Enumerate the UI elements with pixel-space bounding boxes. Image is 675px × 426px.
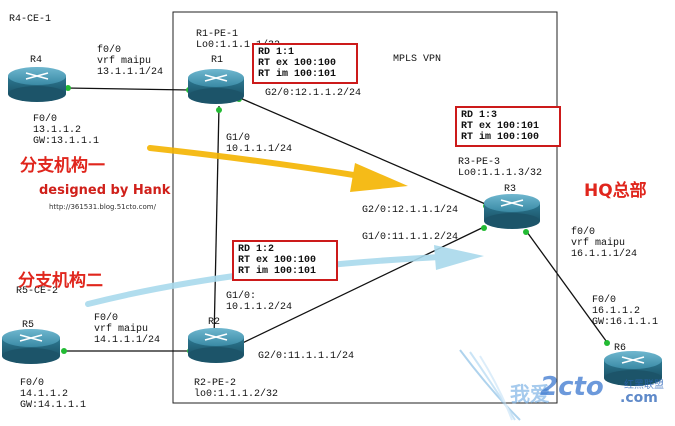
rd-box-r2: RD 1:2 RT ex 100:100 RT im 100:101 [232,240,338,281]
watermark-org: 红黑联盟 [624,380,664,391]
r3-lo: Lo0:1.1.1.3/32 [458,168,543,179]
link-r3-r6 [526,231,610,346]
r4-f0-ip: 13.1.1.2 [33,125,82,136]
rd-r1: RD 1:1 [258,47,295,58]
router-label-r1: R1 [211,55,224,66]
link-r1-r2 [213,105,220,341]
link-r2-r3 [231,225,487,349]
designer-credit: designed by Hank [39,183,171,198]
link-r4-r1 [65,87,191,91]
link-r1-r3 [239,97,491,207]
r6-vrf: vrf maipu [571,238,626,249]
r1-g10-ip: 10.1.1.1/24 [226,144,293,155]
watermark-logo: 2cto [540,372,604,402]
rt-ex-r1: RT ex 100:100 [258,58,337,69]
r6-f0-ip: 16.1.1.2 [592,306,641,317]
r1-g20: G2/0:12.1.1.2/24 [265,88,362,99]
r4-vrf: vrf maipu [97,56,152,67]
watermark-cn: 我爱 [510,382,550,406]
router-r5-icon [2,329,60,364]
router-label-r5: R5 [22,320,35,331]
r5-ip: 14.1.1.1/24 [94,335,161,346]
watermark-domain: .com [620,390,658,406]
r4-f0: F0/0 [33,114,58,125]
rt-ex-r2: RT ex 100:100 [238,255,317,266]
r4-gw: GW:13.1.1.1 [33,136,100,147]
rt-im-r3: RT im 100:100 [461,132,540,143]
hq-label: HQ总部 [584,181,647,201]
rd-box-r3: RD 1:3 RT ex 100:101 RT im 100:100 [455,106,561,147]
router-r4-icon [8,67,66,102]
r5-vrf: vrf maipu [94,324,149,335]
blog-url: http://361531.blog.51cto.com/ [49,203,156,211]
r5-f0-ip: 14.1.1.2 [20,389,69,400]
r5-gw: GW:14.1.1.1 [20,400,87,411]
rt-im-r2: RT im 100:101 [238,266,317,277]
arrow-branch1 [147,145,408,192]
links [62,87,610,352]
router-label-r6: R6 [614,343,627,354]
r2-g10: G1/0: [226,291,257,302]
rd-r2: RD 1:2 [238,244,275,255]
r4-name: R4-CE-1 [9,14,52,25]
watermark-swoosh-icon [459,349,521,421]
rd-box-r1: RD 1:1 RT ex 100:100 RT im 100:101 [252,43,358,84]
r6-gw: GW:16.1.1.1 [592,317,659,328]
branch2-label: 分支机构二 [18,271,103,291]
router-r2-icon [188,328,244,363]
r5-name: R5-CE-2 [16,286,59,297]
r1-lo: Lo0:1.1.1.1/32 [196,40,281,51]
r5-port: F0/0 [94,313,119,324]
r4-ip: 13.1.1.1/24 [97,67,164,78]
mpls-vpn-frame [172,11,558,404]
router-label-r3: R3 [504,184,517,195]
rd-r3: RD 1:3 [461,110,498,121]
router-label-r2: R2 [208,317,221,328]
r2-g20: G2/0:11.1.1.1/24 [258,351,355,362]
r3-name: R3-PE-3 [458,157,501,168]
router-r1-icon [188,69,244,104]
r2-lo: lo0:1.1.1.2/32 [194,389,279,400]
r5-f0: F0/0 [20,378,45,389]
r6-ip: 16.1.1.1/24 [571,249,638,260]
r4-port: f0/0 [97,45,122,56]
r2-name: R2-PE-2 [194,378,237,389]
r6-port: f0/0 [571,227,596,238]
r1-g10: G1/0 [226,133,251,144]
r1-name: R1-PE-1 [196,29,239,40]
router-label-r4: R4 [30,55,43,66]
diagram-title: MPLS VPN [393,54,442,65]
router-r6-icon [604,351,662,386]
branch1-label: 分支机构一 [20,156,105,176]
r3-g20: G2/0:12.1.1.1/24 [362,205,459,216]
r3-g10: G1/0:11.1.1.2/24 [362,232,459,243]
r2-g10-ip: 10.1.1.2/24 [226,302,293,313]
rt-im-r1: RT im 100:101 [258,69,337,80]
r6-f0: F0/0 [592,295,617,306]
router-r3-icon [484,194,540,229]
rt-ex-r3: RT ex 100:101 [461,121,540,132]
